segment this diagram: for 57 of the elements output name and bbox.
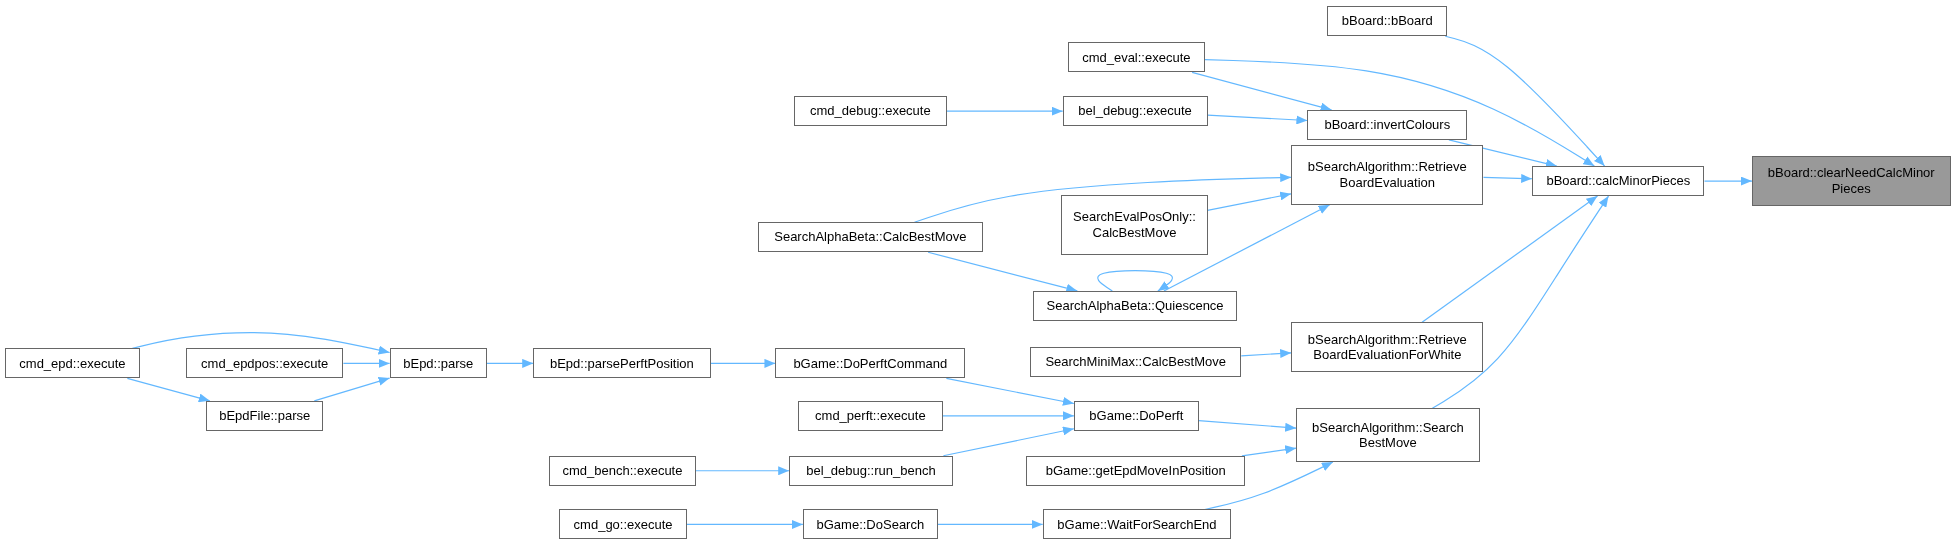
arrow [937, 519, 1044, 529]
arrow [709, 358, 777, 368]
arrow [945, 377, 1075, 406]
arrow [486, 358, 534, 368]
function-box: SearchEvalPosOnly:: CalcBestMove [1061, 194, 1208, 255]
function-box: SearchMiniMax::CalcBestMove [1030, 347, 1242, 378]
arrow [342, 358, 391, 368]
function-box: bBoard::calcMinorPieces [1532, 166, 1705, 197]
arrow [913, 173, 1292, 223]
arrow [686, 519, 804, 529]
function-box: bel_debug::execute [1062, 96, 1208, 127]
highlighted-function-box: bBoard::clearNeedCalcMinor Pieces [1751, 156, 1951, 206]
arrow [1421, 195, 1599, 323]
arrow [126, 377, 211, 403]
arrow [1444, 35, 1606, 167]
function-box: cmd_eval::execute [1067, 42, 1205, 73]
function-box: bGame::DoPerftCommand [775, 348, 966, 379]
function-box: bSearchAlgorithm::Search BestMove [1296, 408, 1480, 462]
arrow [1431, 195, 1610, 409]
arrow [1191, 71, 1333, 112]
arrow [945, 106, 1064, 116]
function-box: bGame::DoPerft [1073, 400, 1199, 431]
function-box: bBoard::invertColours [1307, 109, 1468, 140]
arrow [1206, 191, 1292, 211]
arrow [942, 411, 1075, 421]
function-box: bGame::WaitForSearchEnd [1042, 509, 1232, 540]
function-box: bEpd::parse [389, 348, 487, 379]
function-box: cmd_perft::execute [797, 400, 943, 431]
arrow [1448, 139, 1558, 168]
function-box: bGame::DoSearch [802, 509, 938, 540]
function-box: SearchAlphaBeta::CalcBestMove [757, 222, 983, 253]
function-box: cmd_bench::execute [549, 455, 696, 486]
arrow [1204, 59, 1595, 167]
function-box: bBoard::bBoard [1327, 6, 1448, 37]
function-box: bel_debug::run_bench [789, 455, 953, 486]
arrow [1482, 173, 1533, 183]
function-box: bGame::getEpdMoveInPosition [1026, 455, 1245, 486]
function-box: cmd_epd::execute [5, 348, 140, 379]
arrow [1206, 114, 1308, 125]
arrow [1198, 420, 1297, 432]
arrow [1240, 349, 1292, 358]
arrow [942, 426, 1075, 457]
function-box: cmd_epdpos::execute [186, 348, 344, 379]
arrow [1097, 270, 1174, 292]
function-box: bEpdFile::parse [206, 400, 324, 431]
function-box: bSearchAlgorithm::Retrieve BoardEvaluationForWhite [1291, 322, 1484, 373]
arrow [313, 376, 391, 402]
function-box: bEpd::parsePerftPosition [533, 348, 711, 379]
arrow [1703, 176, 1753, 186]
function-box: bSearchAlgorithm::Retrieve BoardEvaluation [1291, 144, 1484, 205]
arrow [694, 466, 790, 476]
function-box: cmd_debug::execute [794, 96, 947, 127]
arrow [927, 251, 1078, 293]
arrow [1163, 204, 1331, 292]
function-box: cmd_go::execute [559, 509, 687, 540]
function-box: SearchAlphaBeta::Quiescence [1032, 290, 1238, 321]
arrow [1241, 445, 1297, 457]
